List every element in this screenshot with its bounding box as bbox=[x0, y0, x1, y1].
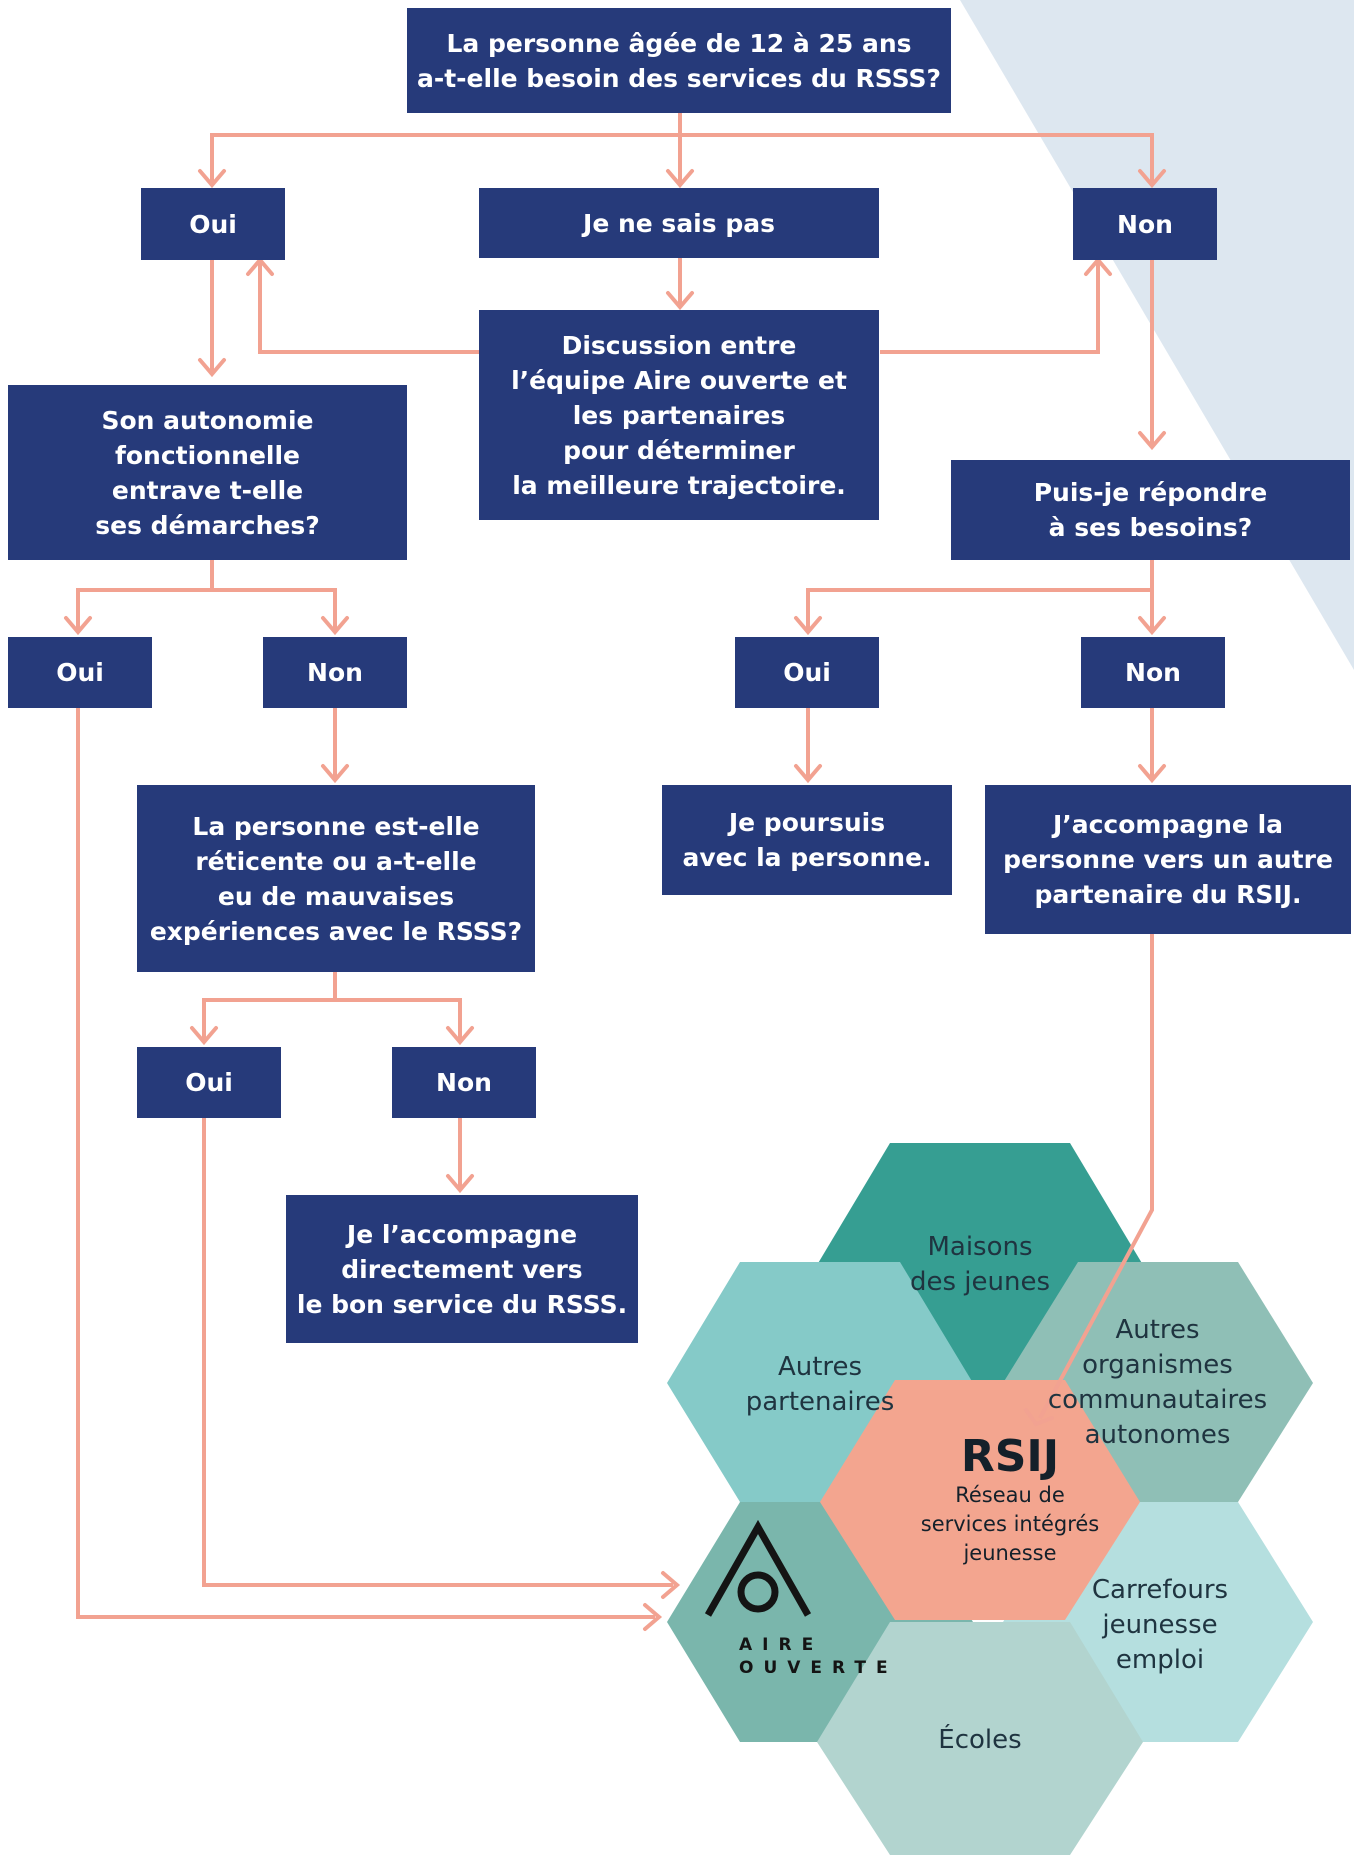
hex-rsij bbox=[820, 1380, 1140, 1620]
answer-oui-4: Oui bbox=[137, 1047, 281, 1118]
question-reticente: La personne est-elle réticente ou a-t-el… bbox=[137, 785, 535, 972]
label-maisons-des-jeunes: Maisons des jeunes bbox=[909, 1232, 1051, 1297]
answer-non-4: Non bbox=[392, 1047, 536, 1118]
hex-ecoles bbox=[817, 1622, 1143, 1855]
label-autres-organismes: Autres organismes communautaires autonom… bbox=[1047, 1314, 1268, 1450]
question-autonomie: Son autonomie fonctionnelle entrave t-el… bbox=[8, 385, 407, 560]
answer-oui-2: Oui bbox=[8, 637, 152, 708]
aire-ouverte-logo-line2: OUVERTE bbox=[739, 1658, 898, 1678]
question-needs-rsss: La personne âgée de 12 à 25 ans a-t-elle… bbox=[407, 8, 951, 113]
answer-non-1: Non bbox=[1073, 188, 1217, 260]
label-ecoles: Écoles bbox=[938, 1724, 1022, 1755]
aire-ouverte-logo-line1: AIRE bbox=[739, 1635, 824, 1655]
answer-non-2: Non bbox=[263, 637, 407, 708]
rsij-title: RSIJ bbox=[960, 1430, 1060, 1482]
aire-ouverte-logo-icon bbox=[704, 1519, 812, 1617]
accompagne-rsss-box: Je l’accompagne directement vers le bon … bbox=[286, 1195, 638, 1343]
label-autres-partenaires: Autres partenaires bbox=[745, 1352, 895, 1417]
question-repondre-besoins: Puis-je répondre à ses besoins? bbox=[951, 460, 1350, 560]
answer-je-ne-sais-pas: Je ne sais pas bbox=[479, 188, 879, 258]
answer-oui-1: Oui bbox=[141, 188, 285, 260]
accompagne-partenaire-box: J’accompagne la personne vers un autre p… bbox=[985, 785, 1351, 934]
rsij-subtitle: Réseau de services intégrés jeunesse bbox=[920, 1482, 1100, 1565]
answer-non-3: Non bbox=[1081, 637, 1225, 708]
label-carrefours: Carrefours jeunesse emploi bbox=[1091, 1574, 1229, 1675]
rsij-center: RSIJ Réseau de services intégrés jeuness… bbox=[880, 1425, 1140, 1575]
discussion-box: Discussion entre l’équipe Aire ouverte e… bbox=[479, 310, 879, 520]
answer-oui-3: Oui bbox=[735, 637, 879, 708]
je-poursuis-box: Je poursuis avec la personne. bbox=[662, 785, 952, 895]
